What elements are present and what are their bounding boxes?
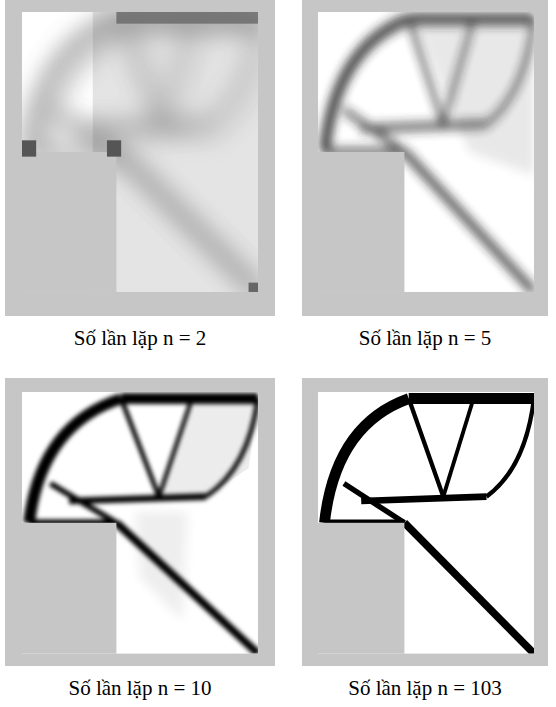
caption: Số lần lặp n = 2 [74, 326, 207, 351]
panel-n2 [5, 0, 275, 316]
illustration-part [22, 152, 116, 292]
illustration-part [302, 0, 548, 316]
illustration-part [249, 283, 258, 292]
illustration-part [107, 140, 121, 156]
illustration-part [22, 392, 258, 654]
caption: Số lần lặp n = 103 [348, 676, 502, 701]
caption: Số lần lặp n = 10 [68, 676, 211, 701]
illustration-part [22, 140, 36, 156]
illustration-part [93, 12, 258, 292]
illustration-part [318, 12, 534, 292]
illustration-part [5, 0, 275, 316]
illustration-part [318, 12, 534, 292]
panel-n5 [302, 0, 548, 316]
panel-n10 [5, 378, 275, 666]
illustration-part [302, 378, 548, 666]
caption: Số lần lặp n = 5 [359, 326, 492, 351]
panel-n103 [302, 378, 548, 666]
illustration-part [318, 152, 404, 292]
illustration-part [318, 392, 534, 654]
illustration-part [22, 12, 272, 301]
illustration-part [22, 523, 116, 654]
illustration-part [5, 378, 275, 666]
illustration-part [318, 523, 404, 654]
illustration-part [116, 12, 258, 24]
illustration-part [318, 392, 534, 654]
illustration-part [22, 392, 258, 654]
